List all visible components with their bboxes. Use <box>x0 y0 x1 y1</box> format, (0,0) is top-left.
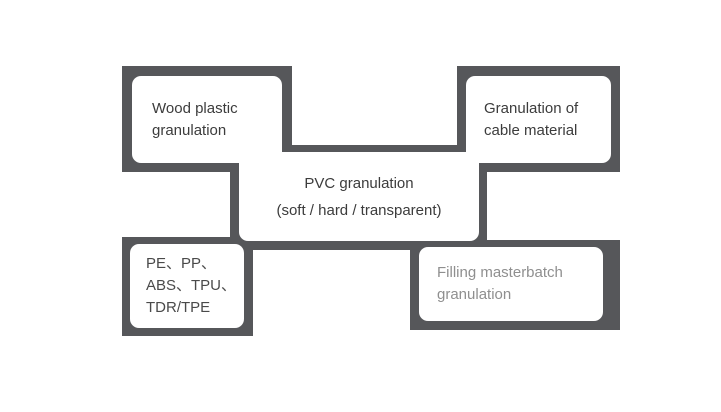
node-polymer-granulation: PE、PP、 ABS、TPU、 TDR/TPE <box>130 244 244 328</box>
node-label-line: PVC granulation <box>304 174 414 192</box>
node-label-line: cable material <box>484 121 578 139</box>
node-cable-material-granulation: Granulation of cable material <box>466 76 611 163</box>
node-label-line: Wood plastic <box>152 99 238 117</box>
node-pvc-granulation: PVC granulation (soft / hard / transpare… <box>239 152 479 241</box>
node-label-line: PE、PP、 <box>146 255 217 273</box>
node-wood-plastic-granulation: Wood plastic granulation <box>132 76 282 163</box>
node-filling-masterbatch-granulation: Filling masterbatch granulation <box>419 247 603 321</box>
node-label-line: (soft / hard / transparent) <box>276 201 442 219</box>
node-label-line: ABS、TPU、 <box>146 277 237 295</box>
node-label-line: Filling masterbatch <box>437 264 563 282</box>
node-label-line: TDR/TPE <box>146 298 211 316</box>
node-label-line: granulation <box>437 286 512 303</box>
node-label-line: granulation <box>152 121 227 139</box>
node-label-line: Granulation of <box>484 99 579 117</box>
